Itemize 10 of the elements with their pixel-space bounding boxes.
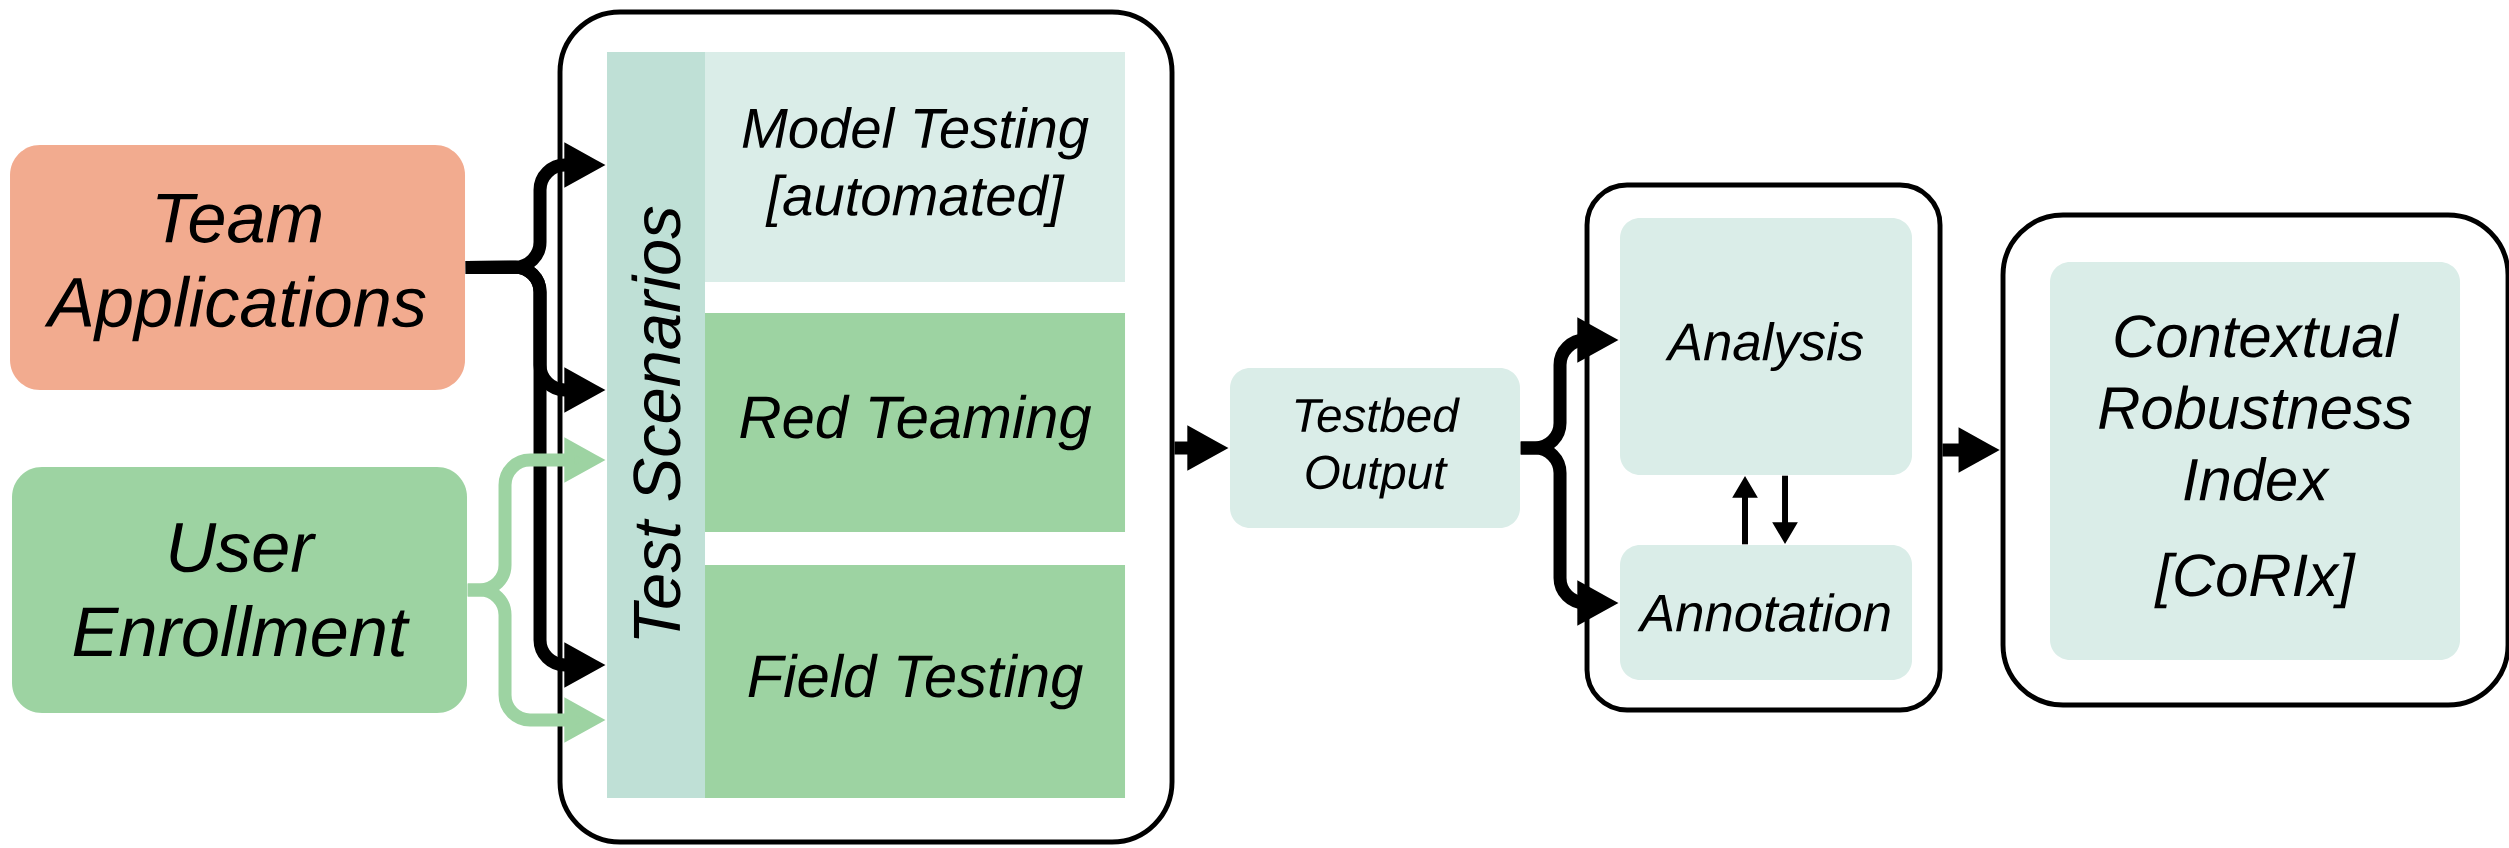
vertical-band: Test Scenarios <box>607 52 705 798</box>
process-box: Field Testing <box>705 565 1125 798</box>
process-box: Red Teaming <box>705 313 1125 532</box>
process-box: Contextual Robustness Index [CoRIx] <box>2050 262 2461 660</box>
process-box: Model Testing [automated] <box>705 52 1125 282</box>
process-box: Team Applications <box>10 145 465 390</box>
process-box: User Enrollment <box>12 467 467 713</box>
process-box: Annotation <box>1620 545 1913 680</box>
process-box: Testbed Output <box>1230 368 1520 528</box>
process-box: Analysis <box>1620 218 1913 475</box>
